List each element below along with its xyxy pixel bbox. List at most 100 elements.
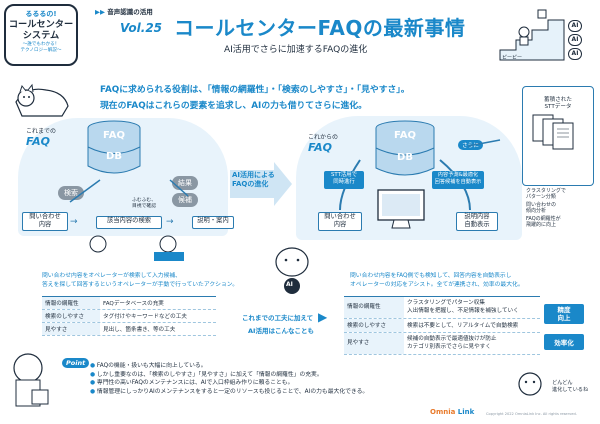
documents-icon	[532, 114, 574, 150]
left-flow-arrow-2: →	[166, 217, 174, 227]
table-label: 見やすさ	[344, 333, 404, 354]
right-flow-inquiry: 問い合わせ 内容	[318, 212, 362, 231]
logo-line-2: コールセンター	[8, 19, 74, 30]
side-items: クラスタリングで パターン分類 問い合わせの 傾向分析 FAQの網羅性が 飛躍的…	[526, 188, 596, 228]
dog-icon	[13, 353, 49, 407]
operator-pc-illustration	[372, 188, 434, 236]
point-label: Point	[62, 358, 90, 368]
table-row: 情報の網羅性 FAQデータベースの充実	[42, 297, 216, 310]
table-value: 検索は不要として、リアルタイムで自動検索	[407, 323, 519, 329]
faq-db-right-faq: FAQ	[394, 130, 416, 141]
center-arrow-text: AI活用による FAQの進化	[232, 171, 275, 188]
table-label: 検索のしやすさ	[344, 319, 404, 332]
table-row: 検索のしやすさ 検索は不要として、リアルタイムで自動検索	[344, 319, 540, 333]
left-flow-arrows	[69, 179, 189, 203]
list-item: ● 専門性の高いFAQのメンテナンスには、AIで入口枠組み作りに頼ることも。	[90, 380, 294, 387]
side-item: クラスタリングで パターン分類	[526, 188, 566, 200]
page-title: コールセンターFAQの最新事情	[174, 16, 466, 40]
logo-sub: ～誰でもわかる！ テクノロジー解説～	[20, 42, 62, 53]
left-caption-1: 問い合わせ内容をオペレーターが検索して入力候補、	[42, 273, 181, 279]
middle-text-1: これまでの工夫に加えて	[242, 314, 314, 322]
right-flow-autodisplay: 説明内容 自動表示	[456, 212, 498, 231]
page-subtitle: AI活用でさらに加速するFAQの進化	[224, 45, 368, 55]
bullet-icon: ●	[90, 388, 97, 395]
table-row: 情報の網羅性 クラスタリングでパターン収集 入出情報を把握し、不足情報を補強して…	[344, 297, 540, 319]
header-illustration: AI AI AI ピーピー	[498, 4, 596, 62]
ai-badge-2: AI	[568, 34, 582, 46]
middle-text-2: AI活用はこんなことも	[248, 327, 314, 335]
intro-line-1: FAQに求められる役割は、「情報の網羅性」・「検索のしやすさ」・「見やすさ」。	[100, 85, 410, 95]
ai-box: 内容予測&最適化 回答候補を自動表示	[432, 171, 484, 189]
big-arrow-icon	[230, 162, 292, 206]
faq-tag-old: FAQ	[26, 135, 50, 148]
robot-ai-illustration: AI	[252, 242, 332, 298]
table-value: 候補の自動表示で最適値抜けが防止 カテゴリ別表示でさらに見やすく	[407, 336, 497, 350]
center-arrow: AI活用による FAQの進化	[230, 162, 292, 206]
side-item: 問い合わせの 傾向分析	[526, 202, 557, 214]
bubble-candidate: 候補	[172, 193, 198, 207]
footer-character	[510, 368, 550, 412]
brand-link: Link	[457, 408, 475, 416]
table-value: タグ付けやキーワードなどの工夫	[103, 314, 187, 320]
table-value: 見出し、箇条書き、等の工夫	[103, 327, 176, 333]
faq-db-left: FAQ DB	[86, 120, 142, 174]
logo-line-1: るるるの!	[25, 10, 57, 18]
bullet-icon: ●	[90, 363, 97, 369]
table-value: クラスタリングでパターン収集 入出情報を把握し、不足情報を補強していく	[407, 300, 519, 314]
faq-db-left-db: DB	[106, 151, 122, 162]
computer-icon	[377, 189, 425, 229]
right-table: 情報の網羅性 クラスタリングでパターン収集 入出情報を把握し、不足情報を補強して…	[344, 296, 540, 355]
faq-db-right: FAQ DB	[374, 120, 436, 176]
character-icon	[518, 372, 542, 396]
intro-line-2: 現在のFAQはこれらの要素を追求し、AIの力も借りてさらに進化。	[100, 101, 367, 111]
database-icon	[375, 120, 435, 176]
table-row: 見やすさ 候補の自動表示で最適値抜けが防止 カテゴリ別表示でさらに見やすく	[344, 333, 540, 355]
stt-box: STT活用で 同時進行	[324, 171, 364, 189]
series-arrow-icon: ▶▶	[95, 8, 108, 16]
corner-text: ピーピー	[502, 55, 523, 61]
table-value: FAQデータベースの充実	[103, 301, 164, 307]
faq-db-right-db: DB	[397, 152, 413, 163]
operator-icon	[89, 235, 184, 261]
copyright: Copyright 2022 OmniaLink Inc. All rights…	[486, 412, 577, 416]
right-caption-2: オペレーターの対応をアシスト。全てが連携され、効率の最大化。	[350, 282, 524, 288]
list-item: ● 情報管理にしっかりAIのメンテナンスをすると一定のリソースも投じることで、A…	[90, 388, 369, 395]
ai-badge-1: AI	[568, 20, 582, 32]
bullet-icon: ●	[90, 380, 97, 387]
left-flow-search: 該当内容の検索	[96, 216, 162, 229]
left-caption-2: 答えを探して回答するというオペレーターが手動で行っていたアクション。	[42, 282, 238, 288]
faq-tag-new: FAQ	[308, 141, 332, 154]
side-item: FAQの網羅性が 飛躍的に向上	[526, 216, 561, 228]
right-caption-1: 問い合わせ内容をFAQ側でも検知して、回答内容を自動表示し	[350, 273, 512, 279]
dog-illustration	[2, 346, 62, 420]
logo-line-3: システム	[22, 30, 60, 41]
left-note: ふむふむ、 目視で確認	[132, 198, 156, 209]
series-label: ▶▶ 音声認識の活用	[95, 8, 153, 16]
brand-omnia: Omnia	[430, 408, 456, 416]
cat-icon	[15, 83, 69, 117]
faq-db-left-faq: FAQ	[103, 130, 125, 141]
stt-data-title: 蓄積された STTデータ	[544, 97, 572, 110]
middle-arrow: ▶	[318, 310, 328, 324]
left-table: 情報の網羅性 FAQデータベースの充実 検索のしやすさ タグ付けやキーワードなど…	[42, 296, 216, 336]
left-flow-explain: 説明・案内	[192, 216, 234, 229]
vol-badge: Vol.25	[120, 21, 163, 35]
tag-accuracy: 精度 向上	[544, 304, 584, 324]
robot-icon	[275, 247, 309, 294]
table-label: 検索のしやすさ	[42, 310, 100, 322]
logo: るるるの! コールセンター システム ～誰でもわかる！ テクノロジー解説～	[4, 4, 78, 66]
tag-efficiency: 効率化	[544, 334, 584, 350]
operator-illustration-left	[84, 234, 184, 266]
bubble-result: 結果	[172, 176, 198, 190]
robot-ai-label: AI	[286, 281, 293, 288]
table-row: 見やすさ 見出し、箇条書き、等の工夫	[42, 323, 216, 336]
footer-brand: Omnia Link	[430, 408, 474, 416]
left-flow-arrow-1: →	[70, 217, 78, 227]
list-item: ● しかし重要なのは、「検索のしやすさ」「見やすさ」に加えて「情報の網羅性」の充…	[90, 371, 323, 378]
table-label: 情報の網羅性	[344, 297, 404, 318]
database-icon	[87, 120, 141, 174]
bullet-list: ● FAQの機能・扱いも大幅に向上している。 ● しかし重要なのは、「検索のしや…	[90, 362, 368, 396]
table-label: 見やすさ	[42, 323, 100, 335]
